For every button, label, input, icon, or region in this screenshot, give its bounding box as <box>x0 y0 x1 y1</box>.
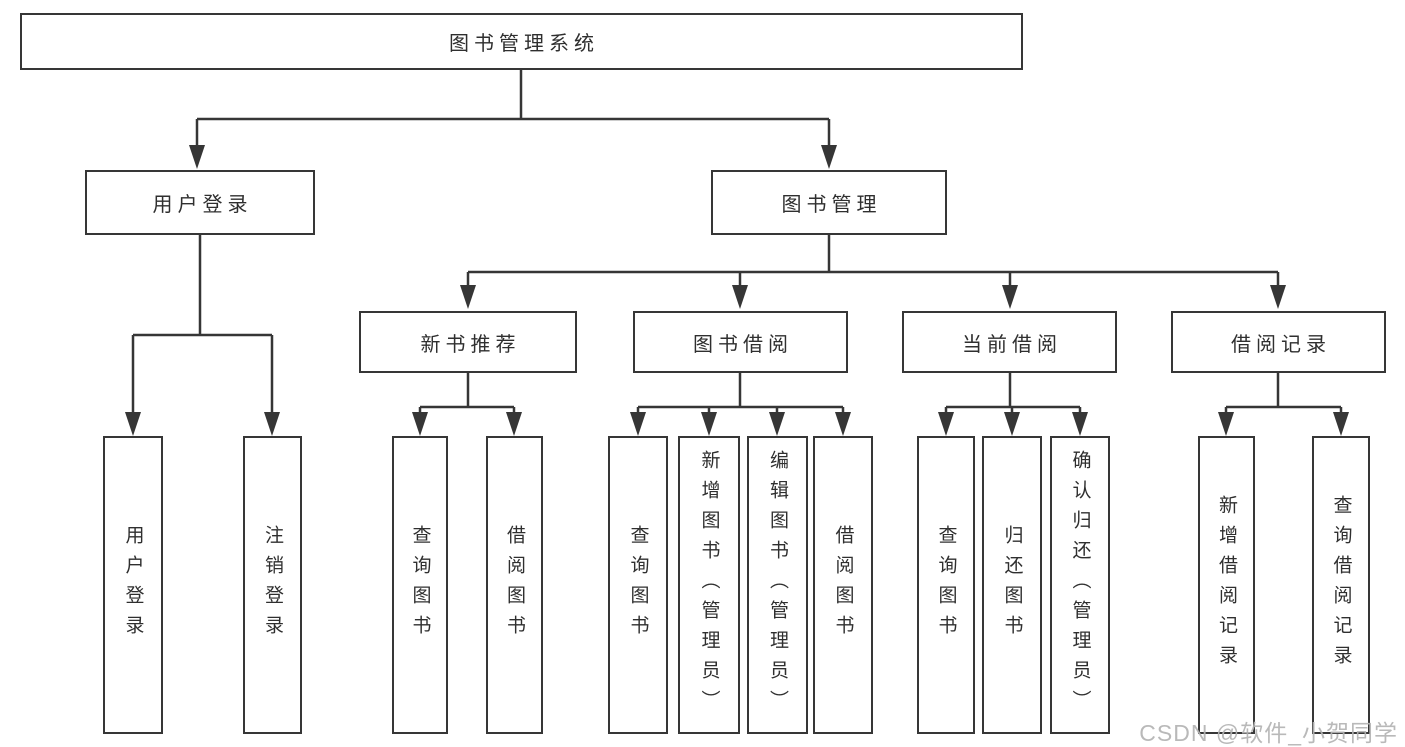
leaf-user-login: 用户登录 <box>103 436 163 734</box>
leaf-label: 查询图书 <box>627 525 649 645</box>
leaf-label: 新增图书（管理员） <box>698 450 720 720</box>
node-user-login: 用户登录 <box>85 170 315 235</box>
leaf-confirm-return-admin: 确认归还（管理员） <box>1050 436 1110 734</box>
leaf-label: 查询图书 <box>935 525 957 645</box>
node-label: 当前借阅 <box>962 333 1062 356</box>
leaf-label: 注销登录 <box>262 525 283 645</box>
arrowheads <box>125 145 1349 436</box>
leaf-edit-books-admin: 编辑图书（管理员） <box>747 436 808 734</box>
leaf-query-books-recommend: 查询图书 <box>392 436 448 734</box>
csdn-watermark: CSDN @软件_小贺同学 <box>1139 720 1398 746</box>
node-label: 用户登录 <box>152 194 253 216</box>
leaf-query-books-current: 查询图书 <box>917 436 975 734</box>
leaf-label: 新增借阅记录 <box>1216 495 1237 675</box>
leaf-add-borrow-record: 新增借阅记录 <box>1198 436 1255 734</box>
node-current-borrowing: 当前借阅 <box>902 311 1117 373</box>
leaf-add-books-admin: 新增图书（管理员） <box>678 436 740 734</box>
leaf-label: 借阅图书 <box>504 525 525 645</box>
node-label: 新书推荐 <box>420 333 521 356</box>
leaf-label: 查询图书 <box>409 525 431 645</box>
node-label: 图书借阅 <box>693 333 793 356</box>
leaf-label: 编辑图书（管理员） <box>767 450 788 720</box>
node-new-book-recommend: 新书推荐 <box>359 311 577 373</box>
leaf-label: 归还图书 <box>1001 525 1023 645</box>
leaf-query-borrow-record: 查询借阅记录 <box>1312 436 1370 734</box>
leaf-logout: 注销登录 <box>243 436 302 734</box>
node-book-management: 图书管理 <box>711 170 947 235</box>
node-label: 图书管理系统 <box>449 33 599 55</box>
leaf-borrow-books: 借阅图书 <box>813 436 873 734</box>
node-library-system: 图书管理系统 <box>20 13 1023 70</box>
node-borrow-records: 借阅记录 <box>1171 311 1386 373</box>
leaf-borrow-books-recommend: 借阅图书 <box>486 436 543 734</box>
leaf-label: 借阅图书 <box>832 525 854 645</box>
leaf-label: 用户登录 <box>122 525 144 645</box>
leaf-label: 查询借阅记录 <box>1330 495 1352 675</box>
node-label: 图书管理 <box>781 194 882 216</box>
node-label: 借阅记录 <box>1231 333 1331 356</box>
leaf-return-books: 归还图书 <box>982 436 1042 734</box>
leaf-label: 确认归还（管理员） <box>1069 450 1091 720</box>
leaf-query-books-borrowing: 查询图书 <box>608 436 668 734</box>
node-book-borrowing: 图书借阅 <box>633 311 848 373</box>
